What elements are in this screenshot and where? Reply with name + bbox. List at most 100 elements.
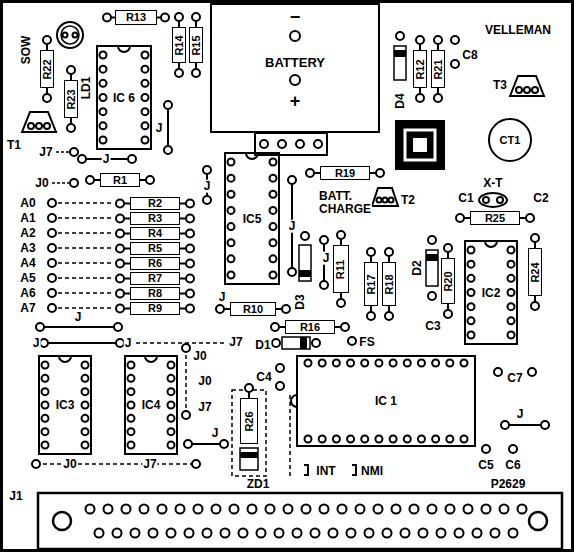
wire-jumper xyxy=(44,342,120,344)
solder-pad xyxy=(100,108,107,115)
solder-pad xyxy=(220,440,228,448)
silkscreen-label: C3 xyxy=(424,320,441,333)
solder-pad xyxy=(82,428,89,435)
solder-pad xyxy=(333,360,340,367)
solder-pad xyxy=(410,505,419,514)
solder-pad xyxy=(228,207,235,214)
part-label: R6 xyxy=(148,258,162,269)
solder-pad xyxy=(128,388,135,395)
resistor-box: R19 xyxy=(320,166,370,180)
resistor-box: R24 xyxy=(528,248,542,296)
silkscreen-label: A1 xyxy=(19,212,36,225)
solder-pad xyxy=(142,122,149,129)
solder-pad xyxy=(100,52,107,59)
solder-pad xyxy=(221,529,230,538)
solder-pad xyxy=(42,442,49,449)
solder-pad xyxy=(501,421,509,429)
solder-pad xyxy=(158,505,167,514)
silkscreen-label: J xyxy=(288,220,297,233)
part-label: R19 xyxy=(335,168,355,179)
ic-outline: IC 6 xyxy=(96,45,152,150)
solder-pad xyxy=(48,199,56,207)
solder-pad xyxy=(338,505,347,514)
solder-pad xyxy=(437,529,446,538)
solder-pad xyxy=(100,80,107,87)
silkscreen-label: A2 xyxy=(19,227,36,240)
mounting-hole xyxy=(53,512,71,530)
solder-pad xyxy=(186,245,194,253)
silkscreen-label: C4 xyxy=(255,371,272,384)
silkscreen-label: D1 xyxy=(254,339,271,352)
solder-pad xyxy=(383,529,392,538)
solder-pad xyxy=(100,137,107,144)
solder-pad xyxy=(456,214,464,222)
solder-pad xyxy=(278,140,286,148)
solder-pad xyxy=(288,176,296,184)
solder-pad xyxy=(128,362,135,369)
solder-pad xyxy=(320,236,328,244)
solder-pad xyxy=(416,36,424,44)
solder-pad xyxy=(446,505,455,514)
solder-pad xyxy=(48,289,56,297)
silkscreen-label: D2 xyxy=(411,259,424,276)
solder-pad xyxy=(468,275,475,282)
solder-pad xyxy=(192,13,200,21)
solder-pad xyxy=(182,344,190,352)
led-outline xyxy=(57,22,83,48)
dashed-jumper xyxy=(58,277,114,279)
solder-pad xyxy=(161,14,169,22)
solder-pad xyxy=(175,13,183,21)
solder-pad xyxy=(228,239,235,246)
solder-pad xyxy=(228,223,235,230)
solder-pad xyxy=(290,31,300,41)
solder-pad xyxy=(531,302,539,310)
solder-pad xyxy=(186,290,194,298)
solder-pad xyxy=(175,69,183,77)
silkscreen-label: VELLEMAN xyxy=(484,24,552,37)
solder-pad xyxy=(418,360,425,367)
solder-pad xyxy=(367,248,375,256)
solder-pad xyxy=(44,123,50,129)
solder-pad xyxy=(276,364,284,372)
solder-pad xyxy=(526,214,534,222)
part-label: R9 xyxy=(148,303,162,314)
diode-body xyxy=(282,337,310,349)
solder-pad xyxy=(82,362,89,369)
solder-pad xyxy=(508,303,515,310)
part-label: R14 xyxy=(174,35,185,55)
resistor-box: R25 xyxy=(470,211,520,225)
part-label: R21 xyxy=(433,59,444,79)
solder-pad xyxy=(390,360,397,367)
solder-pad xyxy=(482,505,491,514)
solder-pad xyxy=(248,505,257,514)
solder-pad xyxy=(293,529,302,538)
solder-pad xyxy=(184,440,192,448)
solder-pad xyxy=(168,362,175,369)
diode-band xyxy=(300,337,307,349)
solder-pad xyxy=(48,304,56,312)
solder-pad xyxy=(401,529,410,538)
solder-pad xyxy=(73,33,78,38)
solder-pad xyxy=(272,339,280,347)
wire-jumper xyxy=(505,424,545,426)
solder-pad xyxy=(524,87,530,93)
solder-pad xyxy=(70,148,78,156)
resistor-box: R11 xyxy=(333,245,349,293)
solder-pad xyxy=(128,442,135,449)
silkscreen-label: ZD1 xyxy=(246,478,271,491)
solder-pad xyxy=(312,339,320,347)
part-label: R2 xyxy=(148,198,162,209)
dashed-jumper xyxy=(58,292,114,294)
dashed-jumper xyxy=(58,247,114,249)
solder-pad xyxy=(203,196,211,204)
solder-pad xyxy=(260,140,268,148)
solder-pad xyxy=(228,159,235,166)
dashed-jumper xyxy=(185,348,187,415)
solder-pad xyxy=(508,317,515,324)
part-label: CT1 xyxy=(500,135,521,146)
solder-pad xyxy=(271,323,279,331)
solder-pad xyxy=(508,275,515,282)
solder-pad xyxy=(451,36,459,44)
solder-pad xyxy=(149,529,158,538)
solder-pad xyxy=(419,529,428,538)
